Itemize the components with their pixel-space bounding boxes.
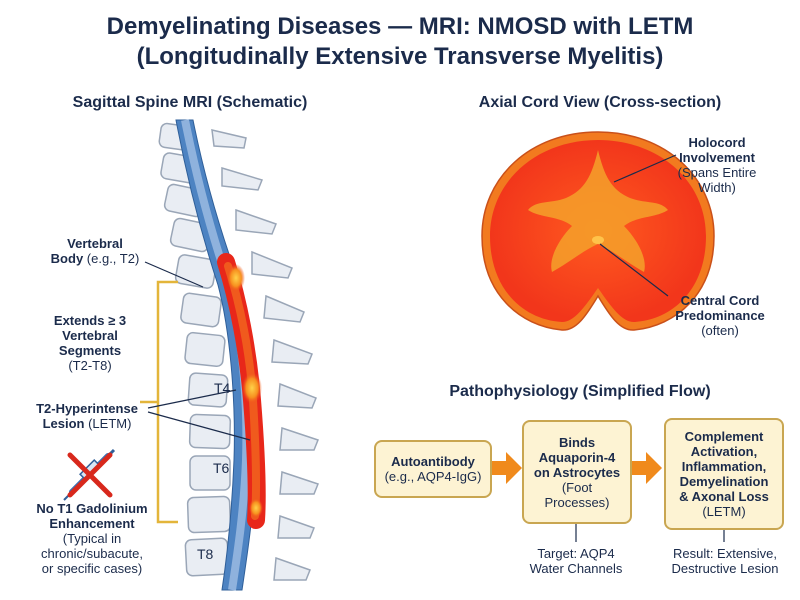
leader-lesion-a	[147, 389, 237, 409]
leader-central-cord	[599, 243, 669, 297]
leader-lesion-b	[147, 411, 251, 441]
sagittal-heading: Sagittal Spine MRI (Schematic)	[72, 94, 308, 111]
lesion-hotspot-upper	[227, 264, 245, 292]
gray-matter	[528, 150, 668, 272]
patho-heading: Pathophysiology (Simplified Flow)	[449, 383, 711, 400]
level-label-t6: T6	[213, 460, 230, 476]
flow-arrows	[492, 452, 662, 484]
no-gadolinium-label: No T1 Gadolinium Enhancement (Typical in…	[36, 501, 148, 576]
level-label-t8: T8	[197, 546, 214, 562]
central-canal	[592, 236, 604, 244]
t2-lesion-label: T2-Hyperintense Lesion (LETM)	[36, 401, 138, 431]
lesion-hotspot-lower	[249, 498, 263, 518]
axial-cord	[481, 131, 715, 331]
vertebral-body-label: Vertebral Body (e.g., T2)	[50, 236, 140, 266]
page-subtitle: (Longitudinally Extensive Transverse Mye…	[136, 43, 664, 70]
page-title: Demyelinating Diseases — MRI: NMOSD with…	[106, 13, 694, 40]
leader-vertebral-body	[144, 261, 204, 288]
flow-box-complement: Complement Activation, Inflammation, Dem…	[664, 418, 784, 530]
flow-box-binds-aqp4: Binds Aquaporin-4 on Astrocytes (Foot Pr…	[522, 420, 632, 524]
lesion-hotspot-middle	[242, 372, 262, 404]
flow-box-autoantibody: Autoantibody (e.g., AQP4-IgG)	[374, 440, 492, 498]
result-label: Result: Extensive, Destructive Lesion	[671, 546, 779, 576]
target-label: Target: AQP4 Water Channels	[529, 546, 623, 576]
leader-holocord	[613, 154, 677, 183]
central-cord-label: Central Cord Predominance (often)	[675, 293, 765, 338]
no-gadolinium-syringe-icon	[63, 448, 116, 501]
level-label-t4: T4	[214, 380, 231, 396]
extends-segments-label: Extends ≥ 3 Vertebral Segments (T2-T8)	[53, 313, 127, 373]
holocord-label: Holocord Involvement (Spans Entire Width…	[677, 135, 757, 195]
axial-heading: Axial Cord View (Cross-section)	[478, 94, 722, 111]
spinous-processes	[211, 129, 319, 581]
